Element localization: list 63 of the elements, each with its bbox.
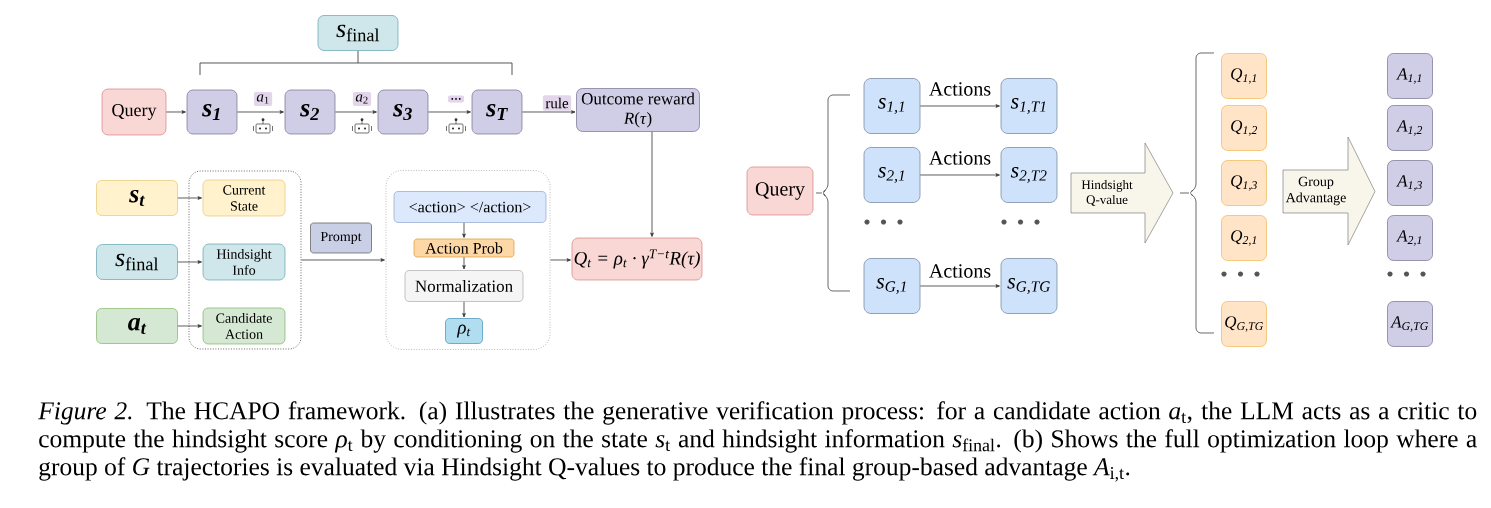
arrow [550,258,571,262]
state-box: s$_{2,1}$ [863,147,921,203]
advantage-box: A$_{1,1}$ [1387,53,1433,99]
state-box: s$_{1,1}$ [863,78,921,134]
edge-label: Actions [927,150,993,166]
arrow [462,222,466,238]
value-box: Q$_{1,2}$ [1221,105,1267,151]
group-frame [385,170,551,350]
state-box: s$_{3}$ [377,89,429,135]
info-box: Candidate Action [202,307,286,345]
edge-label: a$_{2}$ [352,91,372,107]
arrow [462,301,466,318]
advantage-box: A$_{2,1}$ [1387,215,1433,261]
info-box: Hindsight Info [202,243,286,281]
state-box: s$_{t}$ [96,180,178,216]
arrow [919,284,1000,288]
query-box: Query [101,88,167,136]
state-box: s$_{final}$ [96,244,178,280]
step-box: ρ$_{t}$ [445,318,483,344]
arrow [236,110,284,114]
arrow [427,110,471,114]
query-box: Query [746,166,814,216]
info-box: Current State [202,179,286,217]
edge-label: Prompt [310,222,372,254]
advantage-box: A$_{1,2}$ [1387,105,1433,151]
state-box: s$_{1,T1}$ [1000,78,1058,134]
arrow [462,256,466,270]
value-box: Q$_{1,1}$ [1221,53,1267,99]
caption: Figure 2. The HCAPO framework. (a) Illustrates the generative verification process: for a candidate action a$_{t}$, the LLM acts as a critic to compute the hindsight score ρ$_{t}$ by conditioning on the state s$_{t}$ and hindsight information s$_{final}$. (b) Shows the full optimization loop where a group of G trajectories is evaluated via Hindsight Q-values to produce the final group-based advantage A$_{i,t}$. [38,401,1477,482]
action-box: a$_{t}$ [96,308,178,344]
edge-label: rule [542,95,572,111]
arrow [919,173,1000,177]
advantage-box: A$_{G,TG}$ [1387,301,1433,347]
arrow [177,260,202,264]
edge-label: Actions [927,81,993,97]
reward-box: Outcome reward R(τ) [576,88,700,132]
step-box: Action Prob [413,238,515,258]
arrow [177,324,202,328]
value-box: Q$_{2,1}$ [1221,215,1267,261]
edge-label: Actions [927,263,993,279]
arrow [165,110,186,114]
state-box: s$_{final}$ [317,15,399,51]
state-box: s$_{T}$ [471,89,523,135]
edge-label: a$_{1}$ [253,91,273,107]
state-box: s$_{2}$ [284,89,336,135]
advantage-box: A$_{1,3}$ [1387,160,1433,206]
state-box: s$_{G,TG}$ [1000,258,1058,314]
state-box: s$_{G,1}$ [863,258,921,314]
arrow [334,110,377,114]
step-box: Normalization [404,270,524,302]
arrow [177,196,202,200]
arrow [919,104,1000,108]
state-box: s$_{1}$ [186,89,238,135]
edge-label: ... [447,95,465,103]
state-box: s$_{2,T2}$ [1000,147,1058,203]
arrow [521,110,576,114]
arrow [650,131,654,237]
group-frame [188,170,302,350]
formula-box: Q$_{t}$ = ρ$_{t}$ · γ$^{T−t}$R(τ) [571,237,703,281]
step-box: <action> </action> [393,191,547,223]
arrow [301,258,385,262]
value-box: Q$_{1,3}$ [1221,160,1267,206]
value-box: Q$_{G,TG}$ [1221,301,1267,347]
